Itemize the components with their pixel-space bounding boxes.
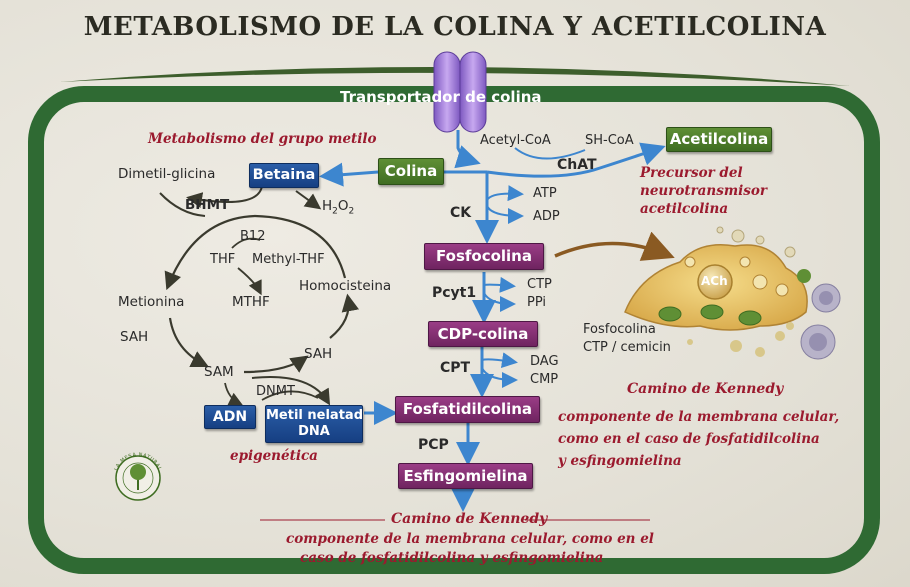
phosphocholine-box: Fosfocolina [424,243,544,270]
page-title: METABOLISMO DE LA COLINA Y ACETILCOLINA [83,12,827,42]
cmp-label: CMP [530,372,559,387]
acetylcholine-note-line3: acetilcolina [640,201,729,217]
neuron-label-line2: CTP / cemicin [583,340,671,355]
atp-label: ATP [533,186,557,201]
kennedy-note-line1: componente de la membrana celular, [558,409,840,425]
methionine-label: Metionina [118,294,185,310]
cpt-enzyme-label: CPT [440,360,471,376]
methylated-dna-box: Metil nelatad DNA [265,405,363,443]
pcyt1-enzyme-label: Pcyt1 [432,285,477,301]
ck-enzyme-label: CK [450,205,472,221]
methylated-dna-line1: Metil nelatad [266,408,363,423]
kennedy-pathway-label: Camino de Kennedy [627,381,784,397]
neuron-label-line1: Fosfocolina [583,322,656,337]
cdp-choline-box: CDP-colina [428,321,538,347]
acetylcholine-note-line1: Precursor del [640,165,743,181]
sh-coa-label: SH-CoA [585,133,634,148]
methylated-dna-line2: DNA [298,424,330,439]
methyl-thf-label: Methyl-THF [252,252,325,267]
acetyl-coa-label: Acetyl-CoA [480,133,551,148]
kennedy-note-line3: y esfingomielina [558,453,682,469]
methyl-section-title: Metabolismo del grupo metilo [148,131,377,147]
ppi-label: PPi [527,295,547,310]
dnmt-enzyme-label: DNMT [256,384,295,399]
kennedy-note-line2: como en el caso de fosfatidilcolina [558,431,820,447]
mthf-label: MTHF [232,294,270,310]
ctp-label: CTP [527,277,552,292]
transporter-label: Transportador de colina [340,88,542,106]
ach-vesicle-label: ACh [701,274,728,288]
choline-box: Colina [378,158,444,185]
betaine-box: Betaina [249,163,319,188]
bottom-note-line1: componente de la membrana celular, como … [286,531,654,547]
acetylcholine-note-line2: neurotransmisor [640,183,767,199]
dimethylglycine-label: Dimetil-glicina [118,166,216,182]
phosphatidylcholine-box: Fosfatidilcolina [395,396,540,423]
homocysteine-label: Homocisteina [299,278,392,294]
chat-enzyme-label: ChAT [557,157,597,173]
cell-membrane [28,86,880,574]
hydrogen-peroxide-label: H2O2 [322,198,355,217]
sah-left-label: SAH [120,329,149,345]
bottom-kennedy-label: Camino de Kennedy [391,511,548,527]
dna-box: ADN [204,405,256,429]
sah-right-label: SAH [304,346,333,362]
epigenetics-label: epigenética [230,448,318,464]
sphingomyelin-box: Esfingomielina [398,463,533,489]
adp-label: ADP [533,209,560,224]
sam-label: SAM [204,364,234,380]
pcp-enzyme-label: PCP [418,437,449,453]
thf-label: THF [210,252,236,267]
dag-label: DAG [530,354,559,369]
b12-label: B12 [240,229,266,244]
bottom-note-line2: caso de fosfatidilcolina y esfingomielin… [300,550,604,566]
acetylcholine-box: Acetilcolina [666,127,772,152]
bhmt-enzyme-label: BHMT [185,197,230,213]
